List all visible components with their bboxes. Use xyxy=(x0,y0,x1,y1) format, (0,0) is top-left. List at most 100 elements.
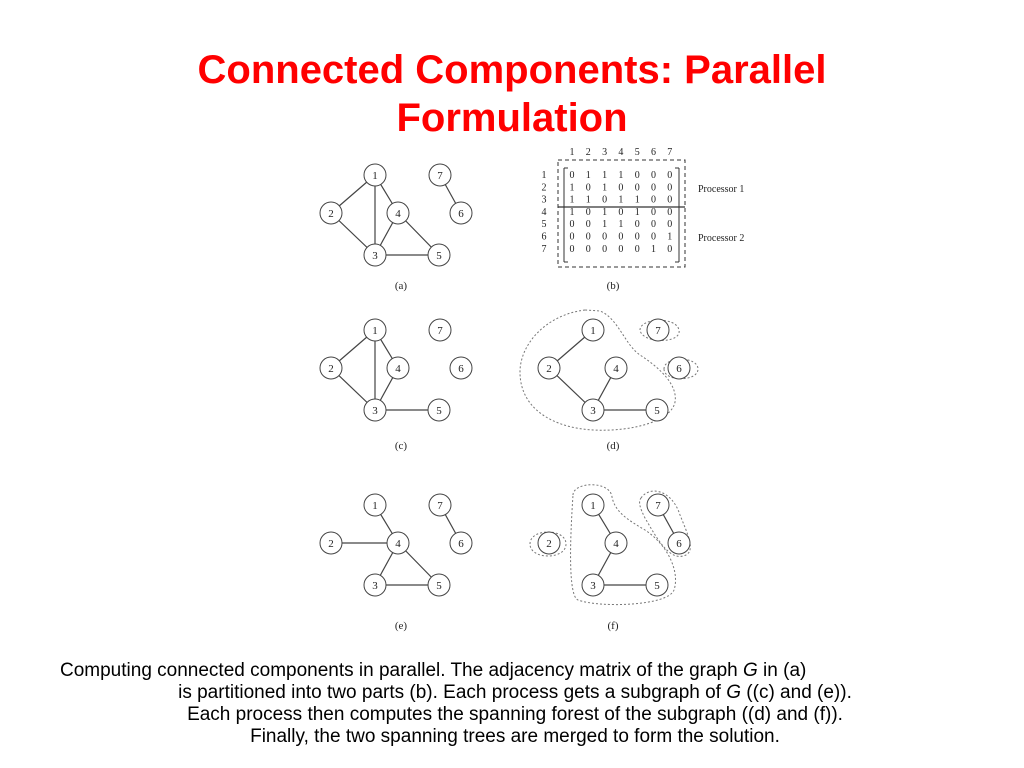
matrix-cell: 0 xyxy=(570,170,575,181)
node-label: 4 xyxy=(395,363,401,375)
matrix-row-header: 5 xyxy=(542,219,547,230)
matrix-cell: 0 xyxy=(586,219,591,230)
matrix-cell: 0 xyxy=(602,232,607,243)
matrix-row-header: 7 xyxy=(542,244,547,255)
matrix-cell: 1 xyxy=(570,195,575,206)
node-label: 2 xyxy=(328,363,334,375)
matrix-cell: 0 xyxy=(618,182,623,193)
graph-node xyxy=(537,531,561,555)
matrix-row-header: 6 xyxy=(542,232,547,243)
matrix-cell: 0 xyxy=(651,195,656,206)
matrix-cell: 0 xyxy=(667,170,672,181)
matrix-col-header: 2 xyxy=(586,147,591,158)
matrix-cell: 0 xyxy=(586,244,591,255)
node-label: 1 xyxy=(372,170,378,182)
node-label: 7 xyxy=(437,500,443,512)
graph-node xyxy=(427,573,451,597)
node-label: 5 xyxy=(654,580,660,592)
node-label: 3 xyxy=(590,580,596,592)
graph-node xyxy=(449,201,473,225)
graph-node xyxy=(363,163,387,187)
matrix-cell: 0 xyxy=(651,219,656,230)
slide-title: Connected Components: Parallel Formulati… xyxy=(112,46,912,142)
matrix-cell: 0 xyxy=(618,244,623,255)
node-label: 4 xyxy=(613,363,619,375)
matrix-col-header: 1 xyxy=(570,147,575,158)
graph-node xyxy=(667,531,691,555)
graph-node xyxy=(428,493,452,517)
graph-node xyxy=(319,531,343,555)
graph-node xyxy=(386,201,410,225)
panel-label: (b) xyxy=(607,280,620,292)
matrix-cell: 0 xyxy=(667,182,672,193)
node-label: 1 xyxy=(590,500,596,512)
graph-node xyxy=(645,573,669,597)
graph-node xyxy=(667,356,691,380)
graph-node xyxy=(537,356,561,380)
node-label: 7 xyxy=(437,170,443,182)
node-label: 2 xyxy=(328,208,334,220)
component-outline xyxy=(529,531,567,557)
matrix-cell: 1 xyxy=(602,182,607,193)
matrix-cell: 0 xyxy=(635,244,640,255)
caption-line-4: Finally, the two spanning trees are merg… xyxy=(250,726,780,747)
matrix-cell: 1 xyxy=(618,219,623,230)
graph-node xyxy=(581,318,605,342)
graph-node xyxy=(319,201,343,225)
node-label: 5 xyxy=(436,580,442,592)
panel-label: (e) xyxy=(395,620,408,632)
node-label: 3 xyxy=(372,580,378,592)
matrix-cell: 1 xyxy=(635,195,640,206)
graph-node xyxy=(604,531,628,555)
matrix-row-header: 1 xyxy=(542,170,547,181)
graph-node xyxy=(581,493,605,517)
matrix-cell: 0 xyxy=(651,232,656,243)
matrix-cell: 1 xyxy=(635,207,640,218)
graph-node xyxy=(363,243,387,267)
matrix-cell: 0 xyxy=(635,232,640,243)
component-outline xyxy=(639,319,680,341)
matrix-cell: 0 xyxy=(602,244,607,255)
graph-variable-g: G xyxy=(743,660,758,681)
figure-caption: Computing connected components in parall… xyxy=(60,660,970,748)
node-label: 7 xyxy=(655,325,661,337)
node-label: 3 xyxy=(590,405,596,417)
matrix-cell: 0 xyxy=(651,182,656,193)
processor-label: Processor 1 xyxy=(698,184,744,195)
graph-node xyxy=(449,531,473,555)
matrix-col-header: 4 xyxy=(618,147,623,158)
matrix-col-header: 7 xyxy=(667,147,672,158)
caption-line-2: is partitioned into two parts (b). Each … xyxy=(178,682,852,703)
graph-node xyxy=(319,356,343,380)
matrix-cell: 0 xyxy=(570,244,575,255)
matrix-cell: 0 xyxy=(618,232,623,243)
node-label: 4 xyxy=(395,538,401,550)
matrix-cell: 1 xyxy=(667,232,672,243)
node-label: 3 xyxy=(372,250,378,262)
matrix-cell: 0 xyxy=(618,207,623,218)
panel-label: (f) xyxy=(608,620,619,632)
processor-label: Processor 2 xyxy=(698,233,744,244)
matrix-cell: 1 xyxy=(586,195,591,206)
matrix-cell: 0 xyxy=(667,207,672,218)
graph-node xyxy=(427,398,451,422)
node-label: 6 xyxy=(676,538,682,550)
matrix-cell: 0 xyxy=(635,182,640,193)
matrix-cell: 0 xyxy=(667,195,672,206)
graph-node xyxy=(428,318,452,342)
matrix-row-header: 3 xyxy=(542,195,547,206)
node-label: 7 xyxy=(437,325,443,337)
matrix-cell: 0 xyxy=(570,219,575,230)
node-label: 7 xyxy=(655,500,661,512)
connected-components-figure: 1234567(a)1234567(c)1234567(d)1234567(e)… xyxy=(319,147,744,632)
graph-node xyxy=(386,356,410,380)
matrix-cell: 0 xyxy=(667,219,672,230)
matrix-col-header: 3 xyxy=(602,147,607,158)
graph-node xyxy=(427,243,451,267)
matrix-cell: 1 xyxy=(602,170,607,181)
graph-node xyxy=(363,318,387,342)
graph-node xyxy=(645,398,669,422)
graph-node xyxy=(449,356,473,380)
